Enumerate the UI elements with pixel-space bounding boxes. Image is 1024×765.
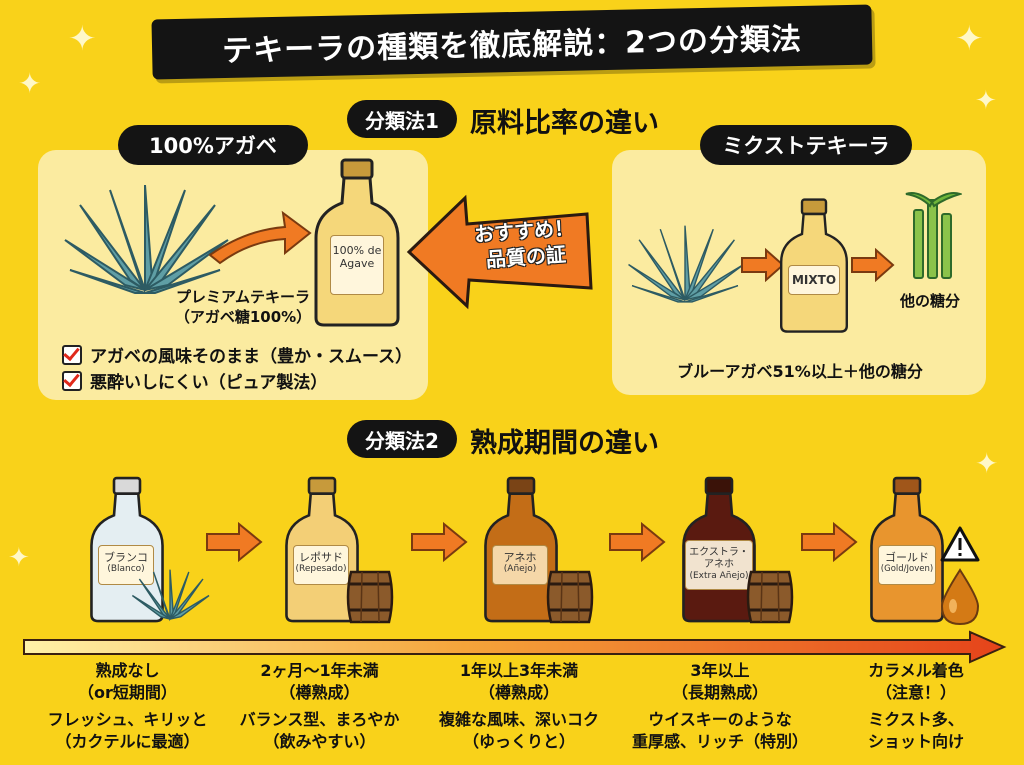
stage-desc: ウイスキーのような bbox=[648, 710, 792, 730]
sparkle-icon: ✦ bbox=[955, 19, 984, 59]
barrel-icon bbox=[346, 570, 394, 624]
stage-label-jp: エクストラ・アネホ bbox=[689, 547, 749, 570]
mixto-badge: ミクストテキーラ bbox=[700, 125, 912, 165]
stage-period-note: （樽熟成） bbox=[279, 682, 360, 702]
arrow-right-icon bbox=[851, 248, 895, 282]
page-title: テキーラの種類を徹底解説：2つの分類法 bbox=[151, 4, 873, 80]
stage-label-es: (Extra Añejo) bbox=[689, 571, 749, 581]
stage-desc: バランス型、まろやか bbox=[239, 710, 400, 730]
agave100-badge: 100%アガベ bbox=[118, 125, 308, 165]
stage-label: アネホ (Añejo) bbox=[492, 545, 548, 585]
agave-plant-small-icon bbox=[628, 225, 745, 303]
stage-period: 3年以上 bbox=[690, 661, 750, 680]
arrow-right-icon bbox=[208, 210, 312, 265]
stage-caption: 熟成なし （or短期間） フレッシュ、キリッと （カクテルに最適） bbox=[40, 660, 215, 752]
checkbox-icon bbox=[62, 344, 82, 365]
check-text-1: アガベの風味そのまま（豊か・スムース） bbox=[90, 347, 413, 367]
agave100-name: プレミアムテキーラ （アガベ糖100%） bbox=[148, 288, 338, 327]
check-text-2: 悪酔いしにくい（ピュア製法） bbox=[90, 373, 328, 393]
barrel-icon bbox=[546, 570, 594, 624]
agave-plant-icon bbox=[131, 569, 210, 622]
arrow-right-icon bbox=[411, 522, 468, 562]
arrow-right-icon bbox=[609, 522, 666, 562]
sugar-label: 他の糖分 bbox=[899, 292, 960, 310]
stage-desc: ミクスト多、 bbox=[868, 710, 964, 730]
sparkle-icon: ✦ bbox=[975, 86, 997, 116]
sparkle-icon: ✦ bbox=[8, 543, 30, 573]
stage-period: 熟成なし bbox=[95, 661, 160, 680]
stage-label: エクストラ・アネホ (Extra Añejo) bbox=[685, 540, 753, 590]
recommend-arrow-icon bbox=[406, 194, 593, 310]
stage-label-jp: アネホ bbox=[503, 551, 537, 564]
agave100-subtitle: （アガベ糖100%） bbox=[174, 307, 312, 326]
stage-period-note: （or短期間） bbox=[78, 682, 177, 702]
stage-caption: 3年以上 （長期熟成） ウイスキーのような 重厚感、リッチ（特別） bbox=[625, 660, 815, 752]
barrel-icon bbox=[746, 570, 794, 624]
sparkle-icon: ✦ bbox=[975, 447, 999, 480]
stage-desc-note: （飲みやすい） bbox=[263, 731, 376, 751]
bottle-label-100: 100% de Agave bbox=[330, 235, 384, 295]
caramel-drop-icon bbox=[940, 568, 980, 626]
stage-period: カラメル着色 bbox=[868, 661, 964, 680]
stage-desc: フレッシュ、キリッと bbox=[47, 710, 208, 730]
stage-desc-note: ショット向け bbox=[867, 731, 964, 751]
method1-badge: 分類法1 bbox=[347, 100, 457, 138]
mixto-caption: ブルーアガベ51%以上＋他の糖分 bbox=[677, 362, 923, 381]
method2-badge: 分類法2 bbox=[347, 420, 457, 458]
stage-label-jp: ブランコ bbox=[104, 551, 148, 564]
arrow-right-icon bbox=[801, 522, 858, 562]
stage-period-note: （樽熟成） bbox=[478, 682, 559, 702]
stage-caption: 1年以上3年未満 （樽熟成） 複雑な風味、深いコク （ゆっくりと） bbox=[424, 660, 614, 752]
sparkle-icon: ✦ bbox=[18, 67, 42, 100]
recommend-text: おすすめ！ 品質の証 bbox=[463, 214, 586, 274]
sugarcane-icon bbox=[905, 192, 962, 279]
check-item: 悪酔いしにくい（ピュア製法） bbox=[62, 368, 327, 393]
arrow-right-icon bbox=[741, 248, 785, 282]
stage-period: 2ヶ月〜1年未満 bbox=[260, 661, 379, 680]
agave-plant-icon bbox=[64, 185, 229, 294]
sparkle-icon: ✦ bbox=[68, 19, 97, 59]
stage-label: ブランコ (Blanco) bbox=[98, 545, 154, 585]
stage-label-jp: ゴールド bbox=[885, 551, 929, 564]
method2-heading: 熟成期間の違い bbox=[470, 428, 659, 459]
stage-label: ゴールド (Gold/Joven) bbox=[878, 545, 936, 585]
stage-label-es: (Repesado) bbox=[295, 564, 347, 575]
stage-period: 1年以上3年未満 bbox=[459, 661, 579, 680]
bottle-label-mixto: MIXTO bbox=[788, 265, 840, 295]
check-item: アガベの風味そのまま（豊か・スムース） bbox=[62, 342, 412, 367]
agave100-title: プレミアムテキーラ bbox=[176, 288, 310, 306]
arrow-right-icon bbox=[206, 522, 263, 562]
checkbox-icon bbox=[62, 370, 82, 391]
stage-period-note: （長期熟成） bbox=[671, 682, 768, 702]
stage-caption: 2ヶ月〜1年未満 （樽熟成） バランス型、まろやか （飲みやすい） bbox=[232, 660, 407, 752]
stage-desc-note: 重厚感、リッチ（特別） bbox=[631, 731, 808, 751]
stage-label-jp: レポサド bbox=[299, 551, 343, 564]
stage-label-es: (Gold/Joven) bbox=[880, 564, 934, 575]
stage-period-note: （注意！） bbox=[875, 682, 956, 702]
stage-label-es: (Añejo) bbox=[503, 564, 537, 575]
stage-caption: カラメル着色 （注意！） ミクスト多、 ショット向け bbox=[826, 660, 1006, 752]
stage-label: レポサド (Repesado) bbox=[293, 545, 349, 585]
stage-desc-note: （ゆっくりと） bbox=[462, 731, 575, 751]
stage-desc-note: （カクテルに最適） bbox=[55, 731, 200, 751]
stage-desc: 複雑な風味、深いコク bbox=[438, 710, 599, 730]
timeline-arrow bbox=[23, 630, 1007, 664]
stage-label-es: (Blanco) bbox=[107, 564, 145, 575]
method1-heading: 原料比率の違い bbox=[470, 108, 659, 139]
warning-icon bbox=[940, 526, 980, 562]
